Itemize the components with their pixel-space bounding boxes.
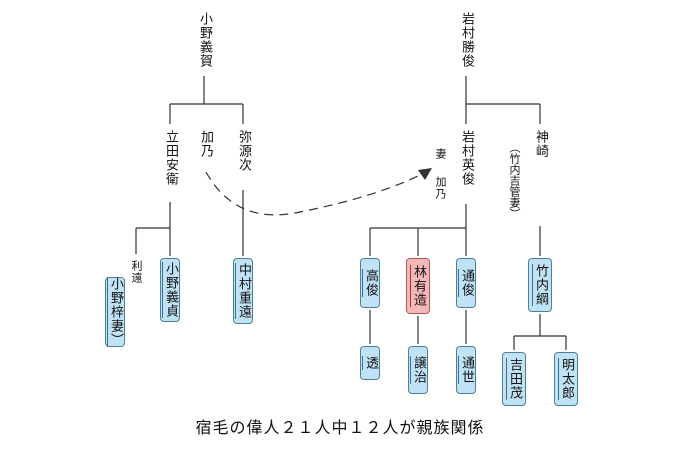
wife-name: 加乃 <box>434 176 447 200</box>
box-nakamura-shigeto: 中村重遠 <box>233 258 253 324</box>
name-tachida-yasuemon: 立田安衛 <box>163 130 178 186</box>
box-joji: 譲治 <box>408 346 428 394</box>
arrowhead <box>418 168 432 180</box>
box-michiyo: 通世 <box>456 346 476 394</box>
box-yoshida-shigeru: 吉田茂 <box>502 352 526 406</box>
name-iwamura-hidetoshi: 岩村英俊 <box>459 130 474 186</box>
figure-caption: 宿毛の偉人２１人中１２人が親族関係 <box>195 418 485 437</box>
box-takatoshi: 高俊 <box>360 258 380 308</box>
wife-label: 妻 <box>434 148 447 160</box>
name-kaminozaki: 神崎 <box>533 130 548 158</box>
name-kano: 加乃 <box>198 130 213 158</box>
name-yagenji: 弥源次 <box>236 130 251 172</box>
name-kaminozaki-note: （竹内吉管妻） <box>508 142 521 219</box>
box-michitoshi: 通俊 <box>456 258 476 308</box>
box-ono-yoshisada: 小野義貞 <box>160 258 180 322</box>
name-ono-yoshika: 小野義賀 <box>197 12 212 68</box>
marriage-dashed-arrow <box>205 171 427 216</box>
name-iwamura-katsutoshi: 岩村勝俊 <box>459 12 474 68</box>
box-hayashi-yuzo: 林有造 <box>406 258 430 314</box>
box-toru: 透 <box>360 346 380 380</box>
box-ono-fu-wife: 小野梓妻） <box>105 277 125 347</box>
box-meitaro: 明太郎 <box>554 352 578 406</box>
box-takeuchi-tsuna: 竹内綱 <box>528 258 552 312</box>
name-rien: 利遠 <box>130 260 143 284</box>
